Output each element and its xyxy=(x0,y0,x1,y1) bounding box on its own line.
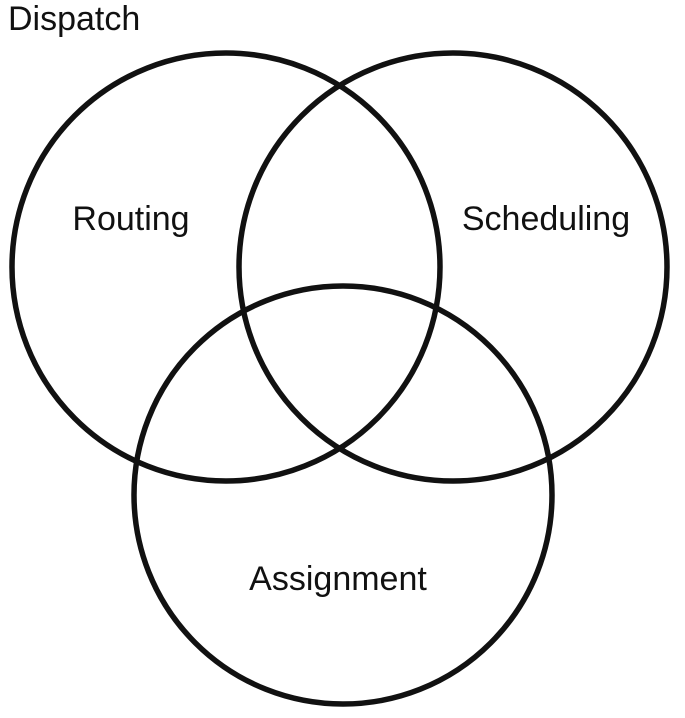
diagram-title: Dispatch xyxy=(8,0,140,38)
scheduling-label: Scheduling xyxy=(462,200,630,238)
scheduling-circle xyxy=(236,50,670,484)
assignment-circle xyxy=(131,283,555,707)
assignment-label: Assignment xyxy=(249,560,427,598)
routing-label: Routing xyxy=(72,200,189,238)
routing-circle xyxy=(9,50,443,484)
